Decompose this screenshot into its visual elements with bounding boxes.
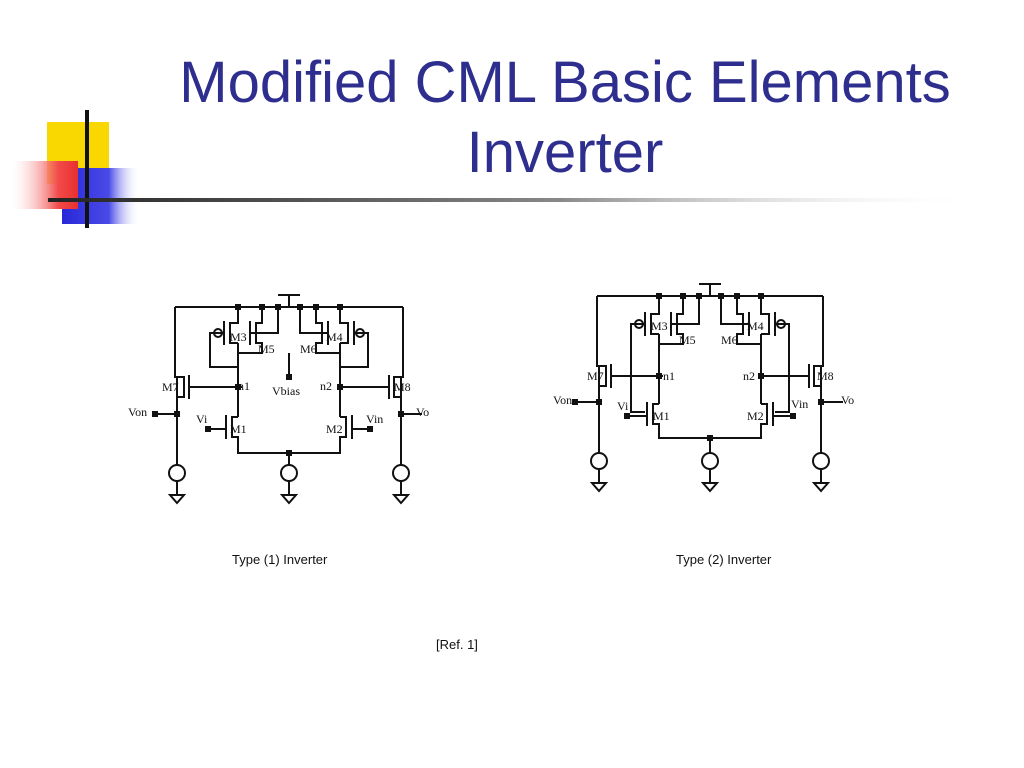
center-current-source xyxy=(701,452,719,470)
label-m5: M5 xyxy=(679,333,696,347)
junction-dots xyxy=(152,304,404,456)
title-line-2: Inverter xyxy=(466,120,664,185)
vdd-symbol xyxy=(278,294,300,307)
right-current-source xyxy=(392,464,410,482)
reference-note: [Ref. 1] xyxy=(436,637,478,652)
type2-caption: Type (2) Inverter xyxy=(676,552,772,567)
left-current-source xyxy=(168,464,186,482)
title-line-1: Modified CML Basic Elements xyxy=(179,50,951,115)
vdd-symbol xyxy=(699,283,721,296)
label-vi: Vi xyxy=(196,412,208,426)
label-m4: M4 xyxy=(326,330,343,344)
m4-m6-load xyxy=(720,296,790,413)
label-m2: M2 xyxy=(326,422,343,436)
right-current-source xyxy=(812,452,830,470)
label-vo: Vo xyxy=(841,393,854,407)
vertical-bar xyxy=(85,110,89,228)
type1-inverter-schematic: M3 M5 M4 M6 M7 M8 n1 n2 Vbias Von Vo Vi … xyxy=(120,285,440,515)
m7-transistor xyxy=(599,364,663,388)
vo-output-wire xyxy=(820,386,843,453)
m3-m5-load xyxy=(630,296,700,413)
label-m6: M6 xyxy=(300,342,317,356)
label-n1: n1 xyxy=(238,379,250,393)
label-vin: Vin xyxy=(366,412,383,426)
label-vin: Vin xyxy=(791,397,808,411)
label-m2: M2 xyxy=(747,409,764,423)
label-m1: M1 xyxy=(230,422,247,436)
type2-inverter-schematic: M3 M5 M4 M6 M7 M8 n1 n2 Von Vo Vi Vin M1… xyxy=(545,278,875,508)
left-current-source xyxy=(590,452,608,470)
m8-transistor xyxy=(338,375,401,399)
label-vi: Vi xyxy=(617,399,629,413)
type1-caption: Type (1) Inverter xyxy=(232,552,328,567)
slide-title: Modified CML Basic Elements Inverter xyxy=(150,48,980,188)
m1-transistor xyxy=(627,402,768,439)
junction-dots xyxy=(572,293,824,441)
label-n2: n2 xyxy=(320,379,332,393)
right-outer-wire xyxy=(820,296,824,386)
m2-transistor xyxy=(772,402,793,426)
label-von: Von xyxy=(128,405,147,419)
center-current-source xyxy=(280,464,298,482)
title-rule xyxy=(48,198,978,202)
von-output-wire xyxy=(155,397,178,460)
label-m8: M8 xyxy=(817,369,834,383)
left-outer-wire xyxy=(174,307,178,397)
label-vbias: Vbias xyxy=(272,384,300,398)
label-von: Von xyxy=(553,393,572,407)
label-m4: M4 xyxy=(747,319,764,333)
m7-transistor xyxy=(177,375,242,399)
label-m5: M5 xyxy=(258,342,275,356)
label-m7: M7 xyxy=(162,380,179,394)
m4-m6-load xyxy=(299,307,369,368)
label-m1: M1 xyxy=(653,409,670,423)
label-m8: M8 xyxy=(394,380,411,394)
left-outer-wire xyxy=(596,296,600,386)
label-m3: M3 xyxy=(230,330,247,344)
m8-transistor xyxy=(759,364,821,388)
von-output-wire xyxy=(575,386,600,453)
label-vo: Vo xyxy=(416,405,429,419)
label-n1: n1 xyxy=(663,369,675,383)
label-m6: M6 xyxy=(721,333,738,347)
label-m3: M3 xyxy=(651,319,668,333)
vo-output-wire xyxy=(400,397,422,460)
title-decoration xyxy=(12,110,978,228)
label-m7: M7 xyxy=(587,369,604,383)
label-n2: n2 xyxy=(743,369,755,383)
m3-m5-load xyxy=(209,307,279,368)
right-outer-wire xyxy=(400,307,404,397)
